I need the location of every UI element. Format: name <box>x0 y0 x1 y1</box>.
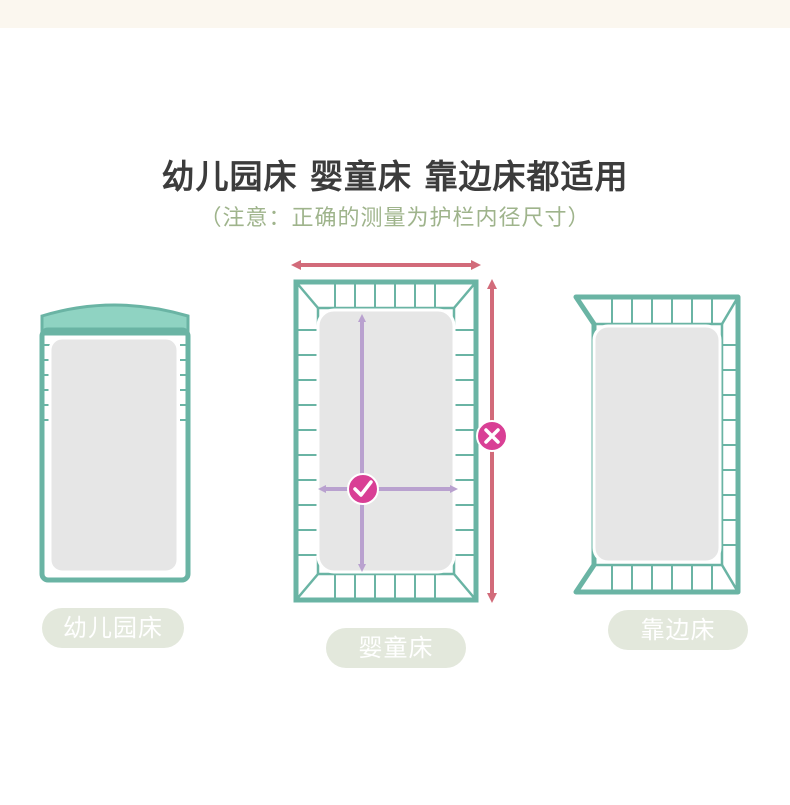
label-infant-crib: 婴童床 <box>326 628 466 668</box>
check-circle-icon <box>347 473 379 505</box>
cross-circle-icon <box>476 420 508 452</box>
side-bed-mattress <box>592 324 722 564</box>
infant-mattress <box>316 308 456 574</box>
kindergarten-bed <box>39 303 191 583</box>
side-bed <box>573 294 741 595</box>
infant-crib <box>291 260 508 603</box>
label-kindergarten-bed: 幼儿园床 <box>42 608 184 648</box>
page-subtitle: （注意：正确的测量为护栏内径尺寸） <box>199 206 591 231</box>
label-side-bed: 靠边床 <box>608 610 748 650</box>
top-band <box>0 0 790 28</box>
page-title: 幼儿园床 婴童床 靠边床都适用 <box>161 157 629 196</box>
kindergarten-mattress <box>48 336 180 574</box>
